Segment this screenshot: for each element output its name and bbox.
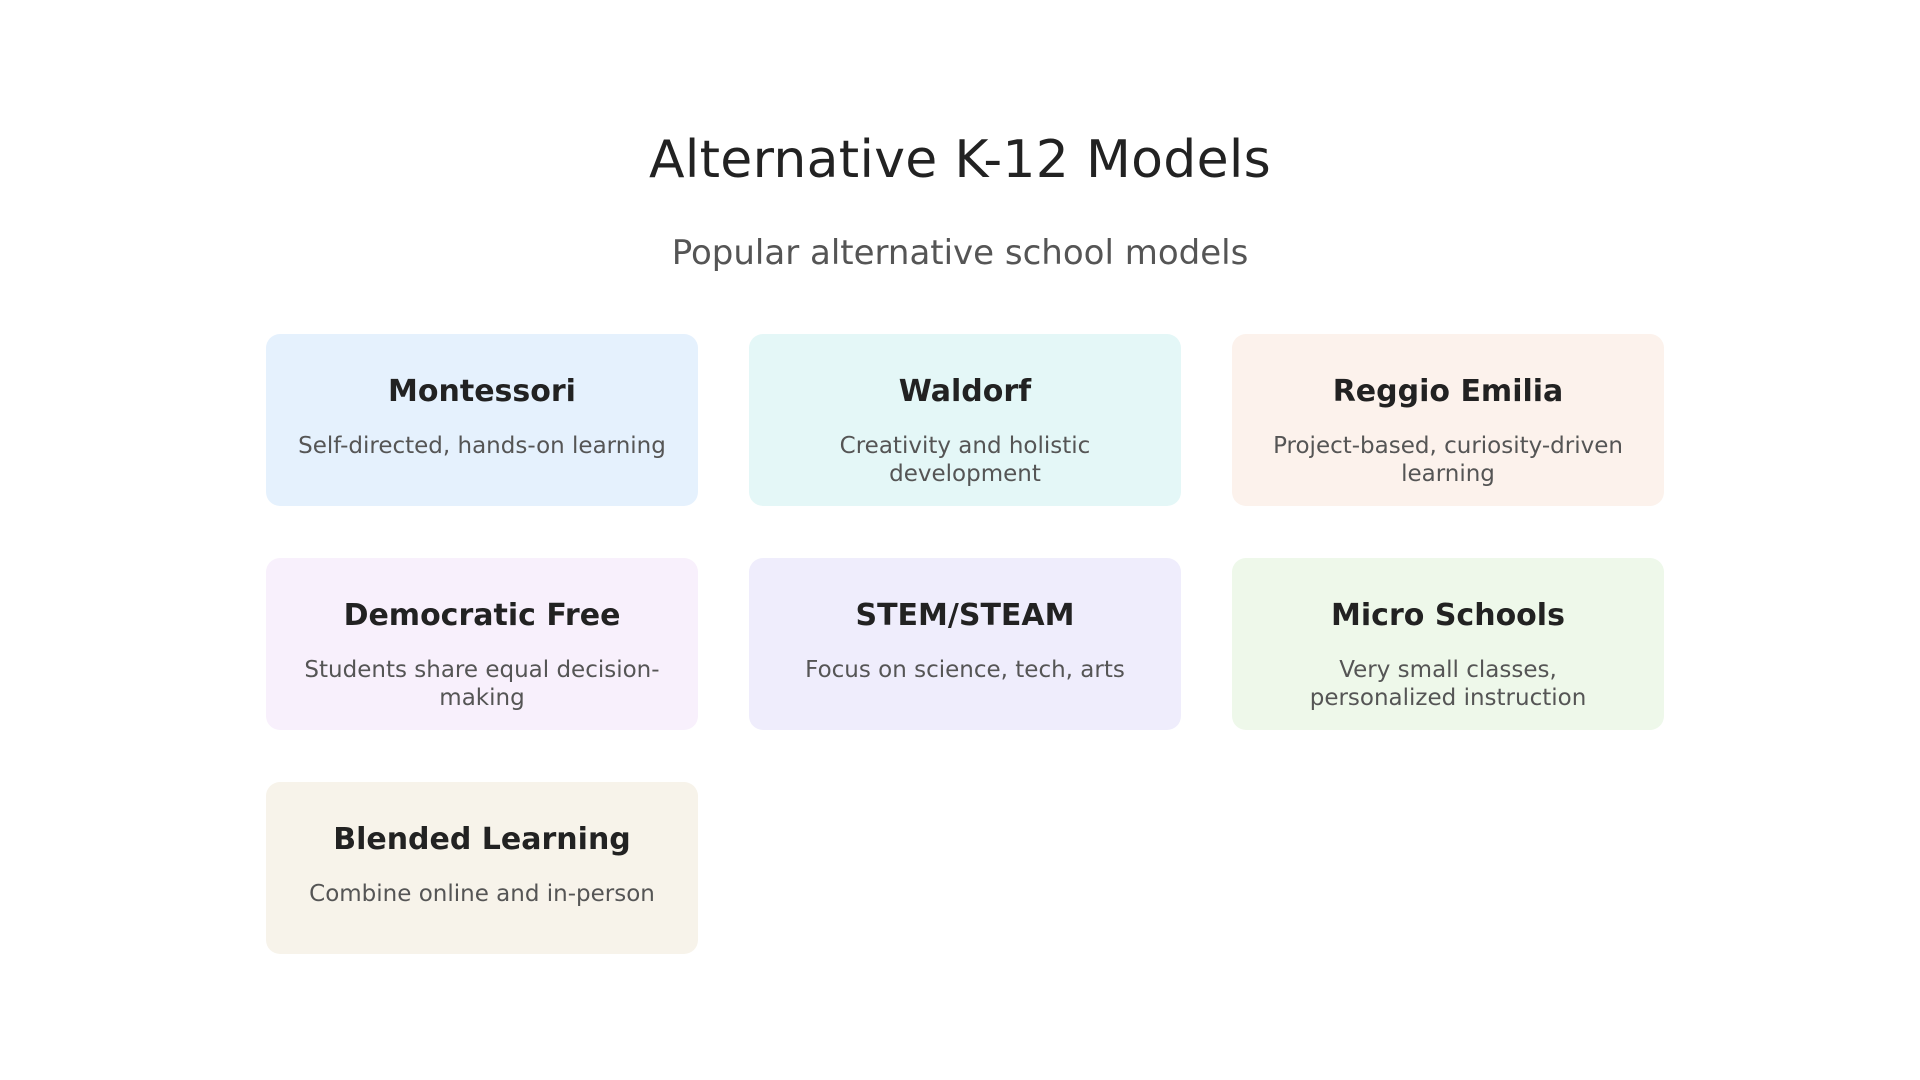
page-title: Alternative K-12 Models [648, 130, 1272, 190]
card-title: Democratic Free [343, 598, 621, 633]
card-reggio-emilia: Reggio Emilia Project-based, curiosity-d… [1232, 334, 1664, 506]
card-title: Reggio Emilia [1332, 374, 1564, 409]
card-description: Project-based, curiosity-driven learning [1273, 433, 1623, 488]
card-description: Self-directed, hands-on learning [298, 433, 666, 459]
card-description: Focus on science, tech, arts [805, 657, 1125, 683]
card-title: Waldorf [898, 374, 1032, 409]
card-description: Creativity and holistic development [839, 433, 1091, 488]
card-description: Combine online and in-person [309, 881, 655, 907]
card-title: STEM/STEAM [855, 598, 1075, 633]
card-description: Students share equal decision-making [304, 657, 660, 712]
card-stem-steam: STEM/STEAM Focus on science, tech, arts [749, 558, 1181, 730]
card-montessori: Montessori Self-directed, hands-on learn… [266, 334, 698, 506]
card-description: Very small classes, personalized instruc… [1309, 657, 1587, 712]
model-card-grid: Montessori Self-directed, hands-on learn… [266, 334, 1664, 954]
card-title: Micro Schools [1331, 598, 1565, 633]
card-democratic-free: Democratic Free Students share equal dec… [266, 558, 698, 730]
card-title: Blended Learning [333, 822, 631, 857]
card-blended-learning: Blended Learning Combine online and in-p… [266, 782, 698, 954]
card-micro-schools: Micro Schools Very small classes, person… [1232, 558, 1664, 730]
card-waldorf: Waldorf Creativity and holistic developm… [749, 334, 1181, 506]
card-title: Montessori [388, 374, 576, 409]
page-subtitle: Popular alternative school models [671, 233, 1249, 273]
